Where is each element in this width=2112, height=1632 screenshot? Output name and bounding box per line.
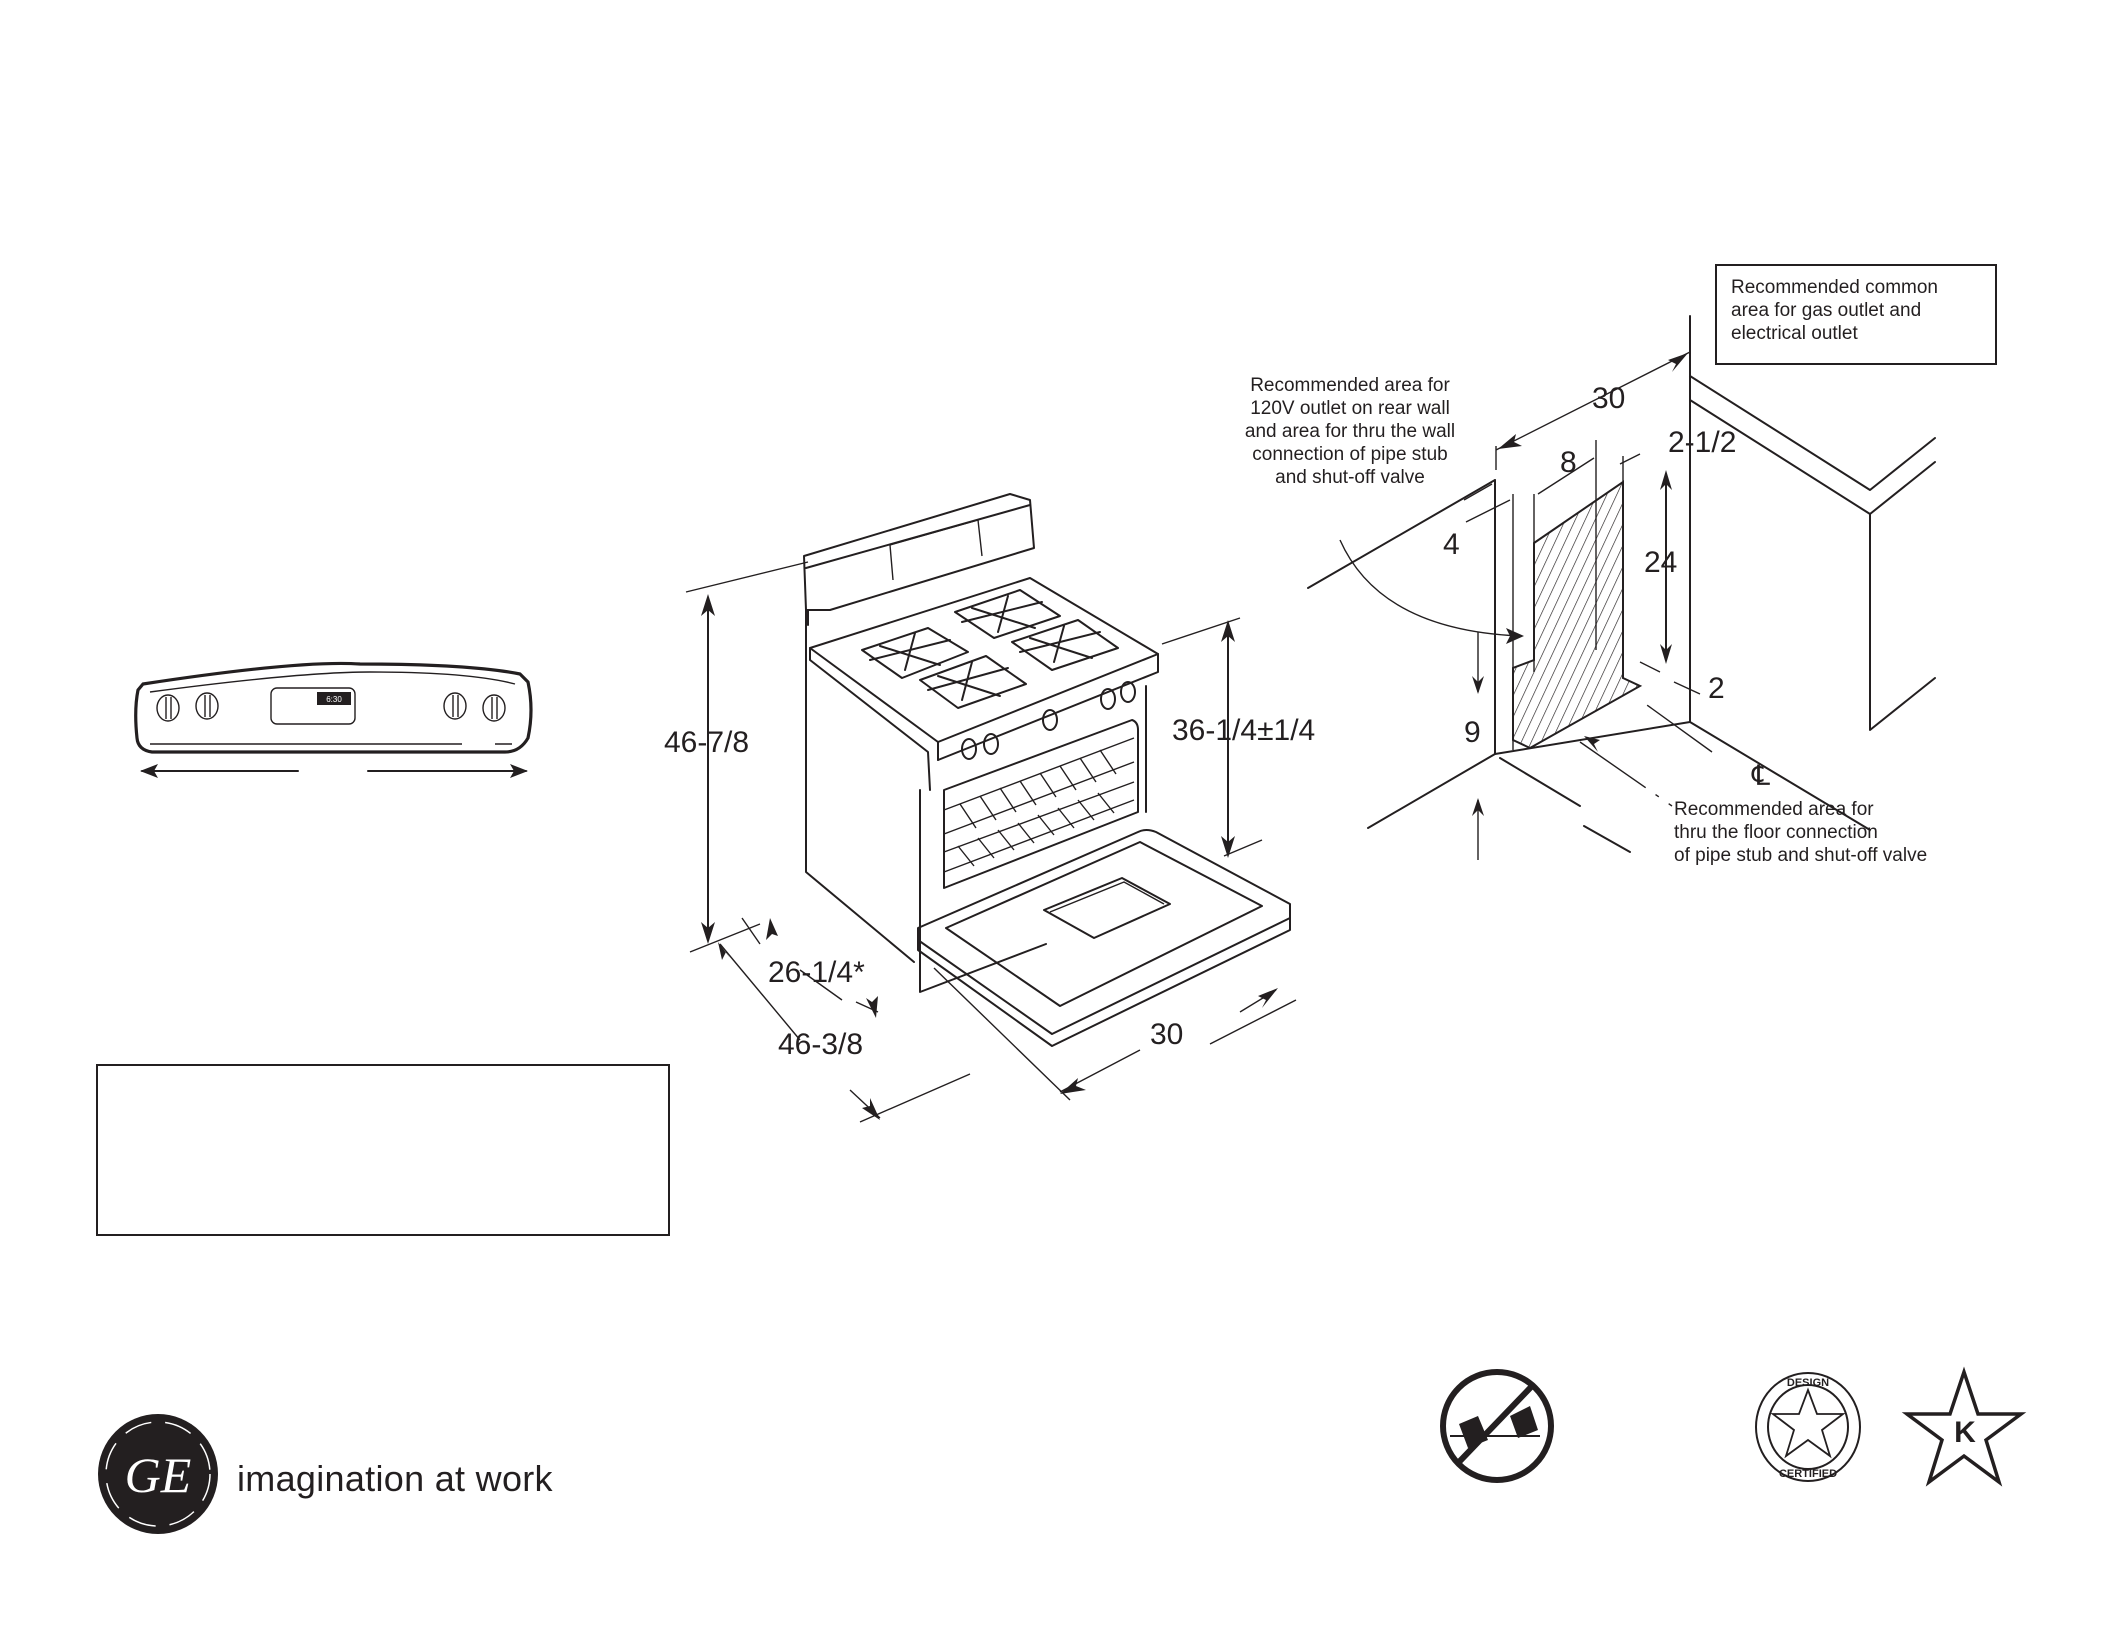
- burner-grate-icon: [919, 655, 1027, 709]
- oven-rack: [943, 737, 1135, 873]
- dim-floor-offset: 2: [1708, 672, 1725, 705]
- blank-info-box: [96, 1064, 670, 1236]
- knob-icon: [156, 694, 180, 722]
- dim-depth: 26-1/4*: [768, 956, 865, 989]
- svg-text:GE: GE: [125, 1447, 192, 1503]
- dim-offset-right: 2-1/2: [1668, 426, 1737, 459]
- svg-text:CERTIFIED: CERTIFIED: [1779, 1468, 1837, 1480]
- burner-grate-icon: [1011, 619, 1119, 671]
- dim-width: 30: [1150, 1018, 1184, 1051]
- rear-wall-note: Recommended area for 120V outlet on rear…: [1244, 375, 1456, 488]
- dim-install-width: 30: [1592, 382, 1626, 415]
- centerline-symbol: ℄: [1752, 760, 1770, 791]
- common-area-callout: Recommended common area for gas outlet a…: [1715, 264, 1997, 365]
- dim-cooktop-height: 36-1/4±1/4: [1172, 714, 1316, 747]
- width-arrow: [140, 764, 528, 778]
- hatched-area: [1512, 480, 1643, 750]
- tagline: imagination at work: [237, 1458, 553, 1499]
- svg-text:DESIGN: DESIGN: [1787, 1377, 1829, 1389]
- burner-grate-icon: [954, 589, 1061, 639]
- knob-icon: [443, 692, 467, 720]
- dim-height-from-floor: 9: [1464, 716, 1481, 749]
- svg-text:K: K: [1954, 1416, 1976, 1449]
- floor-note: Recommended area for thru the floor conn…: [1674, 799, 1928, 866]
- dim-depth-door-open: 46-3/8: [778, 1028, 864, 1061]
- dim-area-height: 24: [1644, 546, 1678, 579]
- clock-display: [317, 692, 351, 705]
- dim-offset-left: 4: [1443, 528, 1460, 561]
- clock-text: 6:30: [326, 695, 342, 704]
- burner-grate-icon: [861, 627, 969, 679]
- dim-area-width: 8: [1560, 446, 1577, 479]
- dim-overall-height: 46-7/8: [664, 726, 750, 759]
- knob-icon: [482, 694, 506, 722]
- knob-icon: [195, 692, 219, 720]
